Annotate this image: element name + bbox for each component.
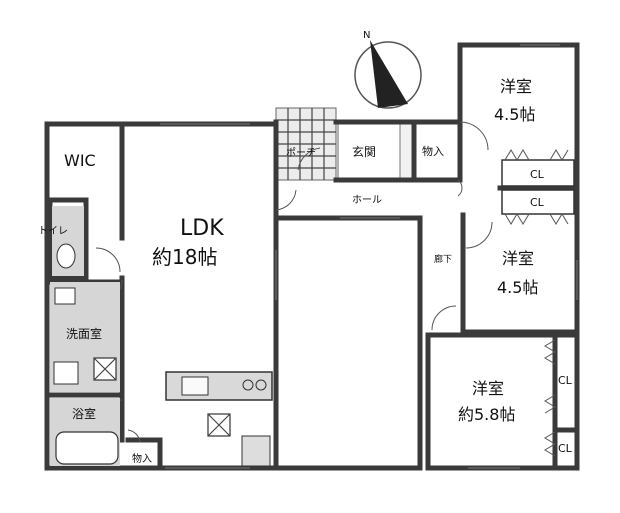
washroom-fixtures <box>50 282 120 392</box>
compass-ring <box>354 41 422 109</box>
compass-needle-icon <box>370 40 408 108</box>
bedroom2-size: 4.5帖 <box>497 278 538 297</box>
bath-fixtures <box>50 398 120 466</box>
storage-top-label: 物入 <box>422 144 444 158</box>
cl-label-2: CL <box>530 196 545 209</box>
corridor-label: 廊下 <box>434 253 452 265</box>
cl-box-2 <box>501 189 575 215</box>
washroom-label: 洗面室 <box>66 326 102 341</box>
toilet-fixture <box>52 206 84 276</box>
folding-door-4 <box>544 431 556 457</box>
stove-icon <box>242 379 254 391</box>
compass-letter: N <box>363 30 370 41</box>
fridge-box <box>207 413 231 437</box>
storage-bottom-label: 物入 <box>132 452 152 465</box>
bedroom3-size: 約5.8帖 <box>458 405 515 424</box>
folding-door-1 <box>504 149 569 161</box>
bedroom2-name: 洋室 <box>502 249 534 268</box>
toilet-icon <box>56 243 76 269</box>
cl-label-1: CL <box>530 168 545 181</box>
toilet-label: トイレ <box>38 226 68 237</box>
bedroom3-name: 洋室 <box>472 379 504 398</box>
cl-box-1 <box>501 159 575 187</box>
entrance-label: 玄関 <box>352 144 376 159</box>
porch-tiles <box>275 107 337 181</box>
washbasin-icon <box>54 287 76 305</box>
bedroom1-size: 4.5帖 <box>494 105 535 124</box>
hall-label: ホール <box>352 194 382 206</box>
ldk-size: 約18帖 <box>152 245 217 269</box>
porch-label: ポーチ <box>286 147 316 159</box>
sink-icon <box>181 376 209 396</box>
windows <box>160 44 578 469</box>
cl-label-4: CL <box>558 442 573 455</box>
bath-label: 浴室 <box>72 406 96 421</box>
fridge-icon <box>241 435 271 467</box>
folding-door-2 <box>504 213 569 225</box>
bedroom1-name: 洋室 <box>500 77 532 96</box>
compass: N <box>354 30 422 109</box>
wic-label: WIC <box>64 151 96 170</box>
ldk-name: LDK <box>180 216 224 241</box>
folding-door-3 <box>544 339 556 414</box>
cl-label-3: CL <box>558 374 573 387</box>
vanity-icon <box>53 361 79 385</box>
entrance-floor <box>337 123 401 181</box>
kitchen-counter <box>165 371 273 467</box>
bathtub-icon <box>55 431 119 465</box>
